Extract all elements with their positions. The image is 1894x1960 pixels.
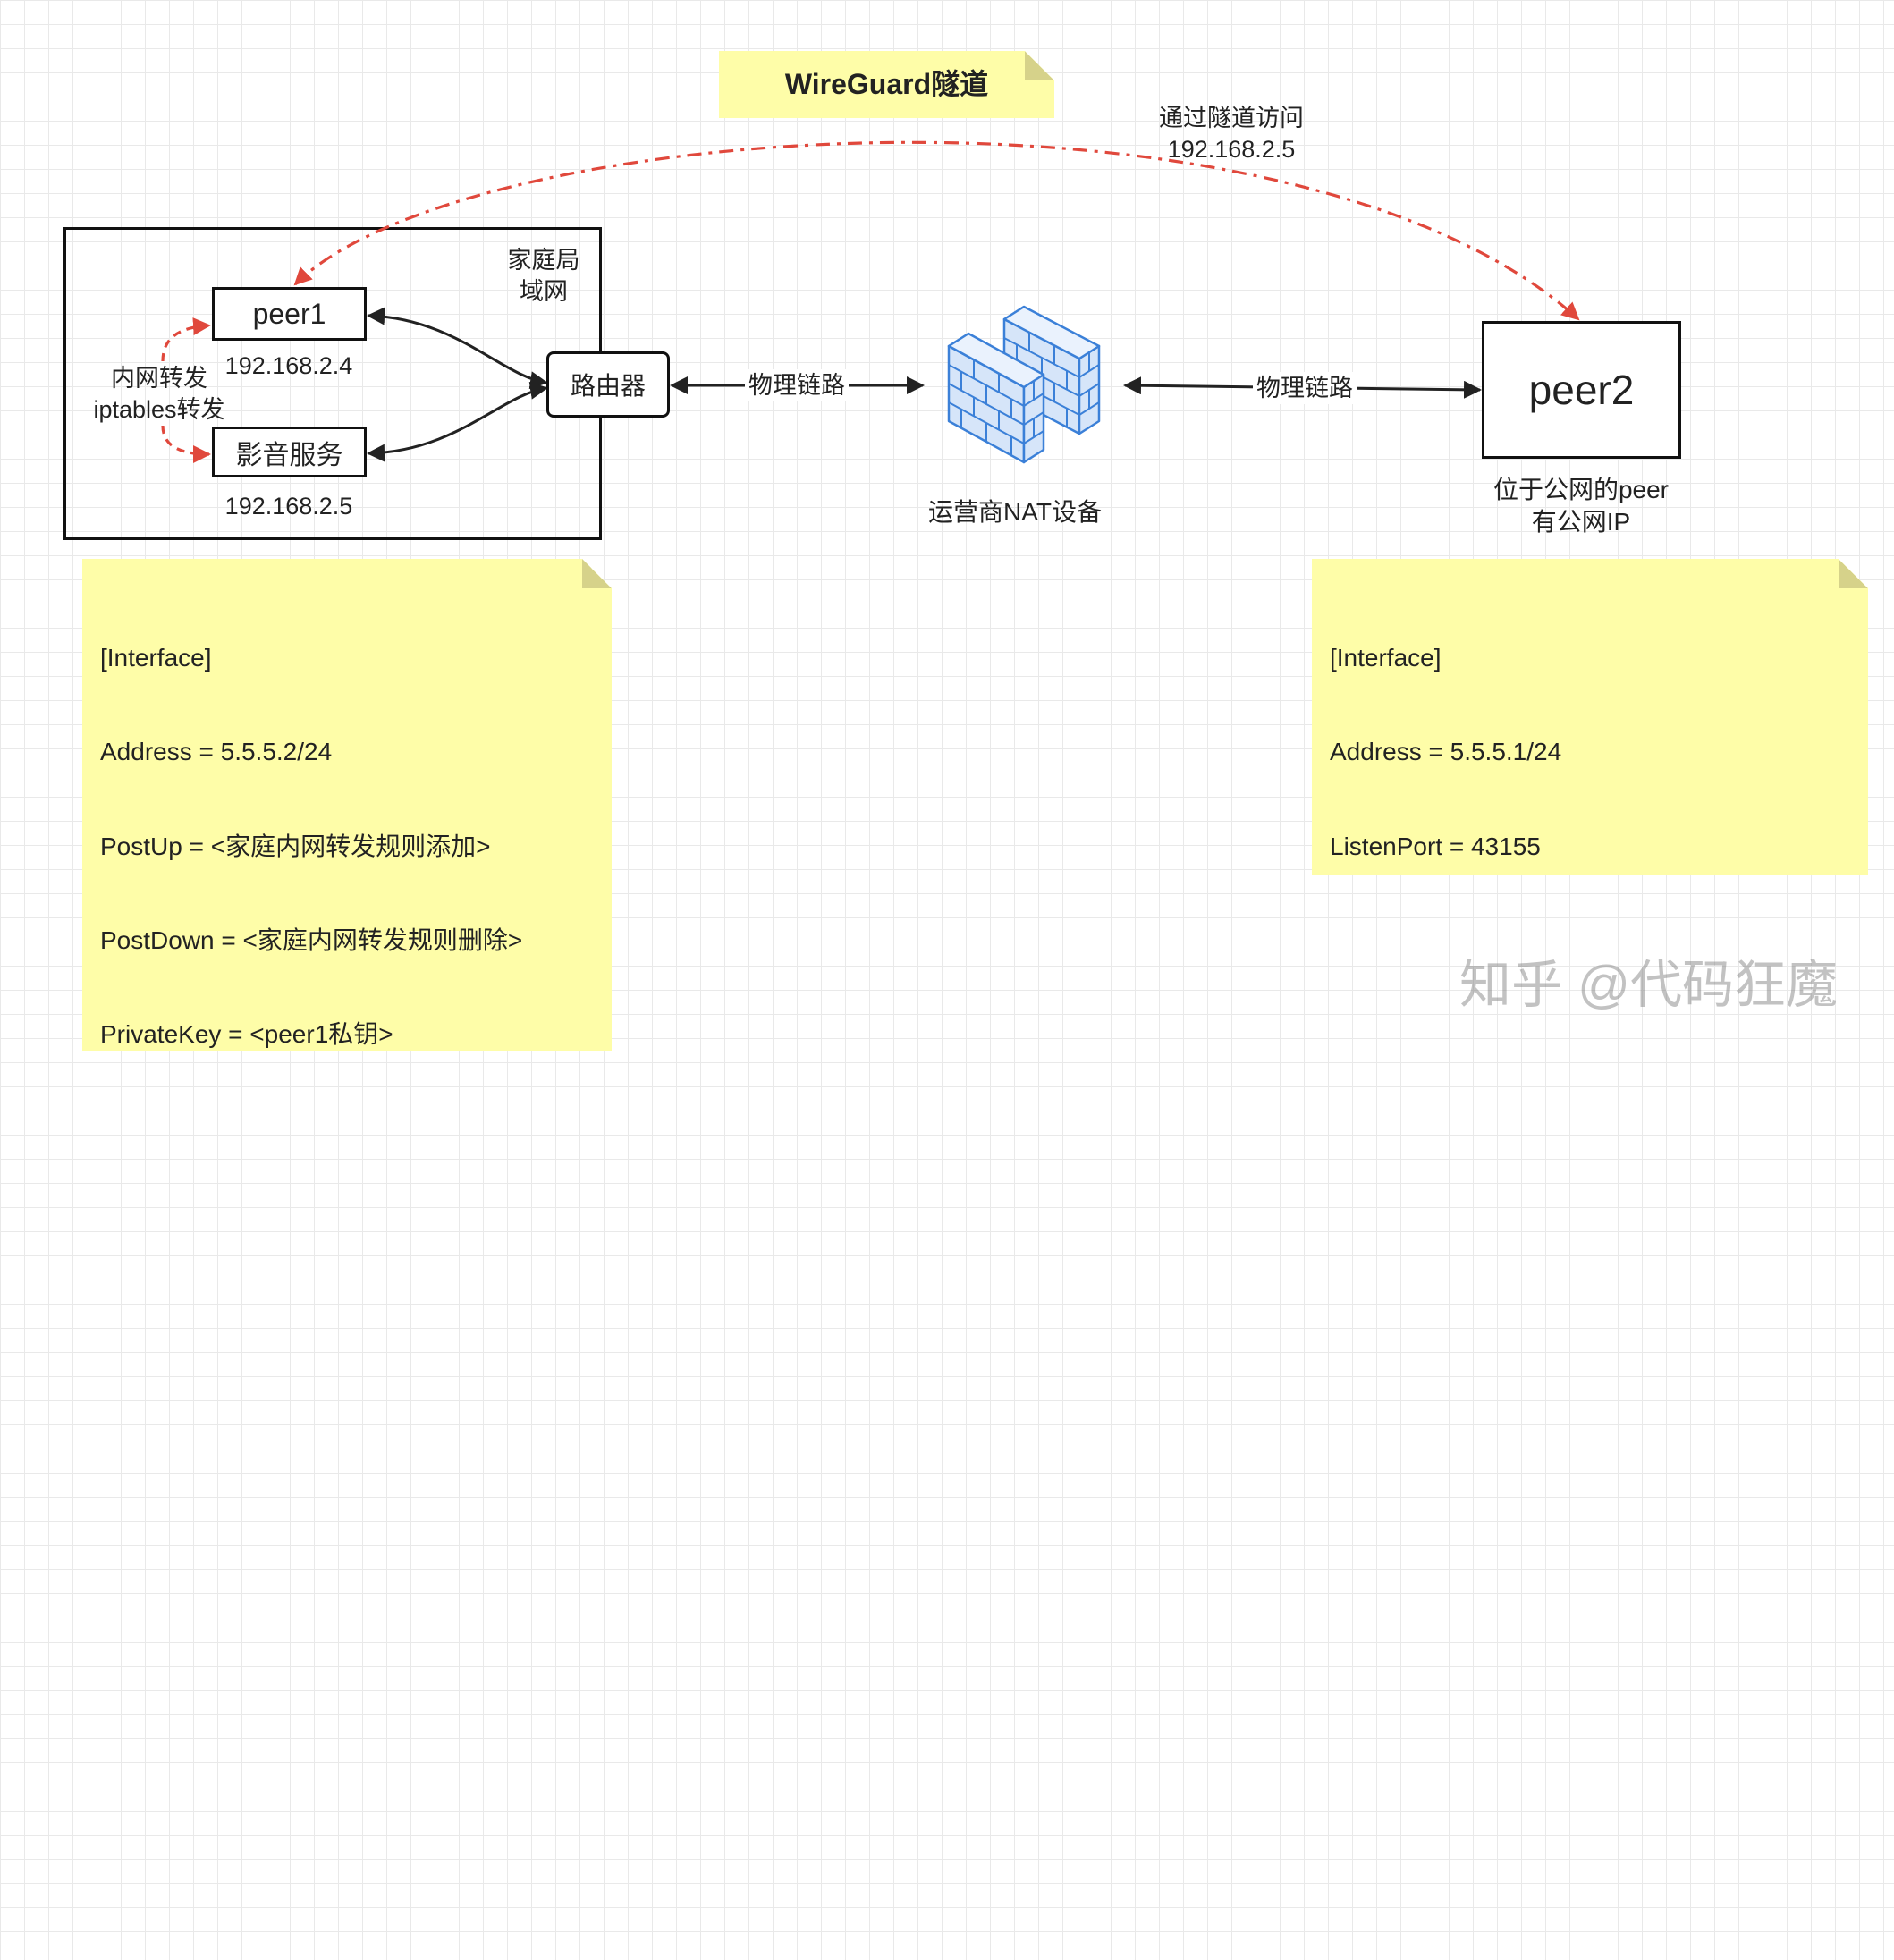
- config-line: [Interface]: [100, 644, 212, 672]
- peer2-description-line2: 有公网IP: [1531, 508, 1631, 536]
- config-line: PersistentKeepalive = 15: [100, 1867, 395, 1896]
- allowed-ips-key: AllowedIPs =: [1330, 1397, 1483, 1425]
- peer1-ip: 192.168.2.4: [224, 352, 353, 379]
- config-line: [Interface]: [1330, 644, 1442, 672]
- peer1-label: peer1: [252, 297, 326, 330]
- lan-label: 家庭局 域网: [499, 245, 588, 308]
- config-blank-line: [1330, 1018, 1768, 1050]
- peer2-label: peer2: [1528, 367, 1635, 413]
- config-line: PrivateKey = <peer1私钥>: [100, 1020, 393, 1049]
- peer2-config-lines: [Interface] Address = 5.5.5.1/24 ListenP…: [1330, 579, 1768, 1490]
- config-line: PublicKey = <peer1公钥>: [1330, 1208, 1613, 1237]
- note-fold: [582, 559, 612, 588]
- forward-label: 内网转发 iptables转发: [79, 363, 240, 426]
- config-line: Address = 5.5.5.1/24: [1330, 738, 1562, 766]
- router-node: 路由器: [546, 351, 670, 418]
- config-line-allowed-ips: AllowedIPs = 5.5.5.2/32,192.168.2.0/24: [1330, 1395, 1768, 1426]
- allowed-ips-value: 5.5.5.2/32,192.168.2.0/24: [1482, 1397, 1768, 1425]
- config-line: AllowedIPs = 5.5.5.1/32: [100, 1397, 374, 1425]
- peer1-node: peer1: [212, 287, 367, 341]
- tunnel-label-line2: 192.168.2.5: [1167, 136, 1296, 163]
- config-line: [Peer]: [100, 1208, 167, 1237]
- note-fold: [1025, 51, 1054, 80]
- config-blank-line: [100, 1113, 522, 1145]
- media-service-node: 影音服务: [212, 427, 367, 477]
- firewall-icon: [947, 305, 1101, 464]
- media-service-label: 影音服务: [235, 440, 343, 470]
- peer2-config-note: [Interface] Address = 5.5.5.1/24 ListenP…: [1312, 559, 1868, 875]
- diagram-title: WireGuard隧道: [784, 68, 989, 100]
- config-line: # 指定将内网IP转发给peer1: [1330, 1303, 1639, 1331]
- peer2-description-line1: 位于公网的peer: [1492, 476, 1670, 503]
- config-line: # 指定keepalive周期发送时间: [100, 1679, 435, 1708]
- config-line: Address = 5.5.5.2/24: [100, 738, 333, 766]
- peer1-config-lines: [Interface] Address = 5.5.5.2/24 PostUp …: [100, 579, 522, 1960]
- lan-label-line2: 域网: [520, 278, 568, 305]
- config-line: PublicKey = <peer2公钥>: [100, 1303, 384, 1331]
- watermark: 知乎 @代码狂魔: [1459, 956, 1838, 1014]
- nat-device-label: 运营商NAT设备: [928, 498, 1102, 526]
- config-line: PrivateKey = <peer2私钥>: [1330, 926, 1623, 955]
- media-service-ip: 192.168.2.5: [224, 493, 353, 520]
- forward-label-line1: 内网转发: [111, 365, 207, 392]
- config-line: PostUp = <家庭内网转发规则添加>: [100, 832, 491, 860]
- router-label: 路由器: [570, 372, 646, 400]
- forward-label-line2: iptables转发: [93, 396, 225, 423]
- title-note: WireGuard隧道: [719, 51, 1054, 118]
- config-line: [Peer]: [1330, 1114, 1397, 1143]
- peer2-description: 位于公网的peer 有公网IP: [1474, 474, 1688, 538]
- note-fold: [1839, 559, 1868, 588]
- tunnel-label: 通过隧道访问 192.168.2.5: [1142, 103, 1321, 165]
- physical-link-left-label: 物理链路: [745, 369, 849, 401]
- lan-label-line1: 家庭局: [507, 247, 580, 274]
- config-line: PostDown = <家庭内网转发规则删除>: [100, 926, 523, 955]
- config-line: # 位于NAT后的设备公网IP会随时变化: [100, 1773, 520, 1802]
- config-line: Endpoint = <peer2公网IP>:43155: [100, 1585, 486, 1613]
- peer2-node: peer2: [1482, 321, 1681, 459]
- tunnel-label-line1: 通过隧道访问: [1159, 105, 1304, 131]
- config-line: ListenPort = 43155: [1330, 832, 1541, 860]
- peer1-config-note: [Interface] Address = 5.5.5.2/24 PostUp …: [82, 559, 612, 1051]
- physical-link-right-label: 物理链路: [1253, 372, 1357, 404]
- config-line: # 指定要连位于公网的主机: [100, 1491, 397, 1519]
